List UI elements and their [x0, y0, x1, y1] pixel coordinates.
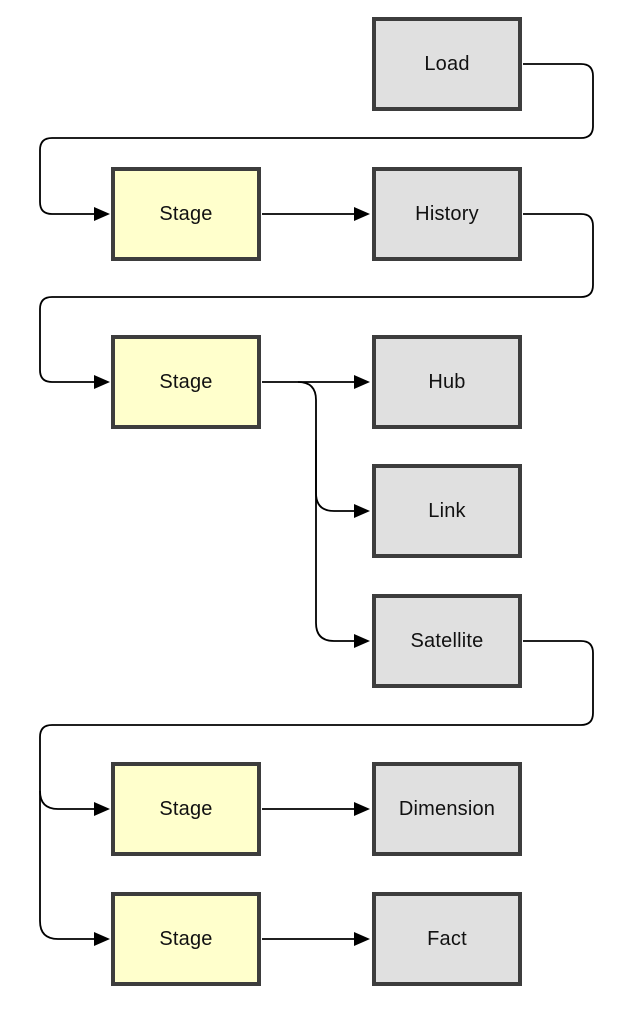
edge-stage2-satellite — [315, 440, 354, 642]
node-fact: Fact — [372, 892, 522, 986]
arrowhead-link — [354, 504, 370, 518]
edge-load-stage1 — [39, 63, 594, 215]
node-link-label: Link — [428, 499, 466, 522]
arrowhead-dimension — [354, 802, 370, 816]
node-stage-dimension: Stage — [111, 762, 261, 856]
node-history: History — [372, 167, 522, 261]
arrowhead-hub — [354, 375, 370, 389]
arrowhead-stage1 — [94, 207, 110, 221]
arrowhead-fact — [354, 932, 370, 946]
edge-stage2-link — [297, 381, 354, 512]
node-link: Link — [372, 464, 522, 558]
node-dimension-label: Dimension — [398, 797, 496, 820]
arrowhead-stage3 — [94, 802, 110, 816]
node-load: Load — [372, 17, 522, 111]
node-load-label: Load — [424, 52, 470, 75]
edge-satellite-stage3 — [39, 790, 94, 810]
node-fact-label: Fact — [427, 927, 467, 950]
node-satellite-label: Satellite — [410, 629, 484, 652]
node-stage-fact: Stage — [111, 892, 261, 986]
arrowhead-stage2 — [94, 375, 110, 389]
node-stage-vault: Stage — [111, 335, 261, 429]
arrowhead-history — [354, 207, 370, 221]
node-satellite: Satellite — [372, 594, 522, 688]
node-stage4-label: Stage — [159, 927, 213, 950]
node-stage2-label: Stage — [159, 370, 213, 393]
node-stage1-label: Stage — [159, 202, 213, 225]
node-stage-history: Stage — [111, 167, 261, 261]
node-hub-label: Hub — [428, 370, 466, 393]
arrowhead-satellite — [354, 634, 370, 648]
arrowhead-stage4 — [94, 932, 110, 946]
node-stage3-label: Stage — [159, 797, 213, 820]
node-hub: Hub — [372, 335, 522, 429]
edge-satellite-stage4 — [39, 640, 594, 940]
node-dimension: Dimension — [372, 762, 522, 856]
node-history-label: History — [415, 202, 479, 225]
edge-history-stage2 — [39, 213, 594, 383]
